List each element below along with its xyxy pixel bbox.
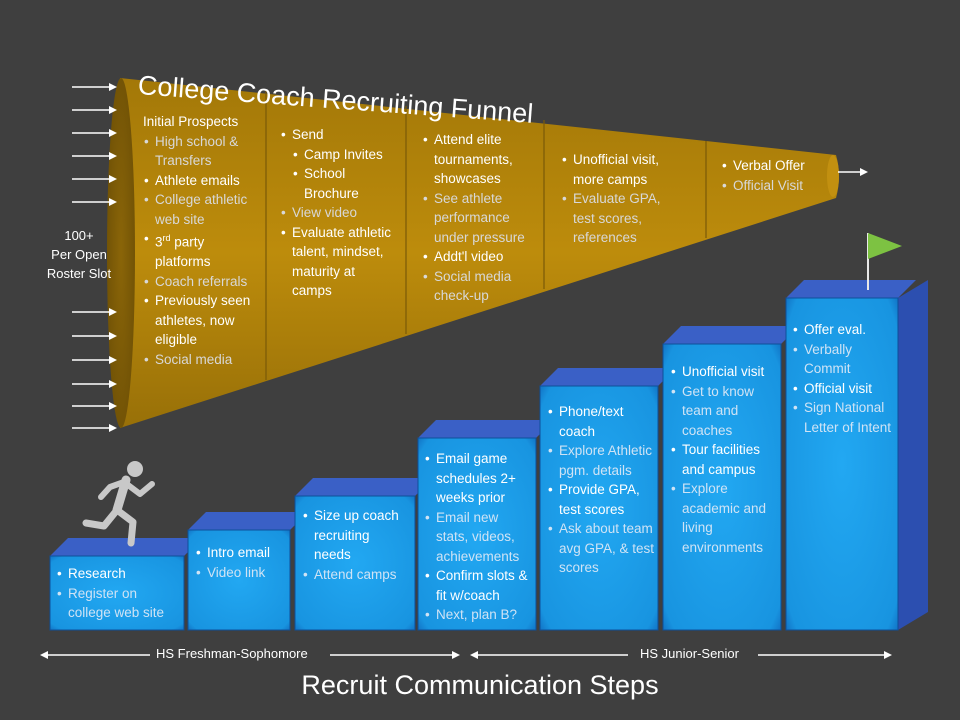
- bullet-item: Unofficial visit: [670, 362, 778, 382]
- input-arrowhead: [109, 129, 117, 137]
- bullet-item: Phone/text coach: [547, 402, 655, 441]
- bullet-item: 3rd party platforms: [143, 229, 261, 272]
- bullet-item: Official visit: [792, 379, 898, 399]
- bullet-item: Register on college web site: [56, 584, 182, 623]
- bullet-item: Camp Invites: [280, 145, 396, 165]
- step-top: [786, 280, 916, 298]
- funnel-col-heading: Initial Prospects: [143, 114, 239, 129]
- bullet-item: Ask about team avg GPA, & test scores: [547, 519, 655, 578]
- runner-icon: [82, 461, 155, 547]
- step-top: [663, 326, 799, 344]
- bullet-item: Email game schedules 2+ weeks prior: [424, 449, 532, 508]
- bullet-item: Coach referrals: [143, 272, 261, 292]
- bullet-item: View video: [280, 203, 396, 223]
- bullet-item: Research: [56, 564, 182, 584]
- bullet-item: Sign National Letter of Intent: [792, 398, 898, 437]
- period-arrows: [40, 651, 892, 659]
- steps-title: Recruit Communication Steps: [301, 670, 659, 700]
- bullet-item: Evaluate GPA, test scores, references: [561, 189, 681, 248]
- input-arrowhead: [109, 83, 117, 91]
- bullet-item: Explore academic and living environments: [670, 479, 778, 557]
- bullet-item: Get to know team and coaches: [670, 382, 778, 441]
- bullet-item: School Brochure: [280, 164, 396, 203]
- step-top: [188, 512, 308, 530]
- input-arrowhead: [109, 106, 117, 114]
- step-6-text: Unofficial visitGet to know team and coa…: [670, 362, 778, 557]
- bullet-item: Attend camps: [302, 565, 408, 585]
- bullet-item: Evaluate athletic talent, mindset, matur…: [280, 223, 396, 301]
- bullet-item: Intro email: [195, 543, 285, 563]
- input-arrowhead: [109, 424, 117, 432]
- bullet-item: Offer eval.: [792, 320, 898, 340]
- step-7-text: Offer eval.Verbally CommitOfficial visit…: [792, 320, 898, 437]
- bullet-item: Confirm slots & fit w/coach: [424, 566, 532, 605]
- bullet-item: Social media check-up: [422, 267, 540, 306]
- step-1-text: ResearchRegister on college web site: [56, 564, 182, 623]
- bullet-item: Send: [280, 125, 396, 145]
- bullet-item: Explore Athletic pgm. details: [547, 441, 655, 480]
- funnel-col-unofficial-visit: Unofficial visit, more campsEvaluate GPA…: [561, 150, 681, 248]
- input-arrowhead: [109, 175, 117, 183]
- step-top: [295, 478, 433, 496]
- bullet-item: College athletic web site: [143, 190, 261, 229]
- step-4-text: Email game schedules 2+ weeks priorEmail…: [424, 449, 532, 625]
- side-label: 100+ Per Open Roster Slot: [40, 226, 118, 283]
- bullet-item: Attend elite tournaments, showcases: [422, 130, 540, 189]
- side-label-line: Roster Slot: [46, 266, 112, 281]
- funnel-col-send: SendCamp InvitesSchool BrochureView vide…: [280, 125, 396, 301]
- step-top: [50, 538, 202, 556]
- input-arrows: [72, 83, 117, 432]
- bullet-item: Previously seen athletes, now eligible: [143, 291, 261, 350]
- flag-icon: [868, 233, 902, 259]
- input-arrowhead: [109, 332, 117, 340]
- bullet-item: Tour facilities and campus: [670, 440, 778, 479]
- input-arrowhead: [109, 152, 117, 160]
- input-arrowhead: [109, 308, 117, 316]
- period-label-freshman-sophomore: HS Freshman-Sophomore: [156, 646, 308, 661]
- bullet-item: Social media: [143, 350, 261, 370]
- input-arrowhead: [109, 198, 117, 206]
- funnel-mouth: [107, 78, 135, 428]
- bullet-item: Unofficial visit, more camps: [561, 150, 681, 189]
- bullet-item: Athlete emails: [143, 171, 261, 191]
- input-arrowhead: [109, 356, 117, 364]
- bullet-item: Addt'l video: [422, 247, 540, 267]
- bullet-item: Verbal Offer: [721, 156, 831, 176]
- bullet-item: Verbally Commit: [792, 340, 898, 379]
- bullet-item: Next, plan B?: [424, 605, 532, 625]
- bullet-item: See athlete performance under pressure: [422, 189, 540, 248]
- input-arrowhead: [109, 402, 117, 410]
- step-top: [418, 420, 554, 438]
- bullet-item: Email new stats, videos, achievements: [424, 508, 532, 567]
- step-3-text: Size up coach recruiting needsAttend cam…: [302, 506, 408, 584]
- bullet-item: Official Visit: [721, 176, 831, 196]
- step-top: [540, 368, 676, 386]
- bullet-item: Size up coach recruiting needs: [302, 506, 408, 565]
- step-2-text: Intro emailVideo link: [195, 543, 285, 582]
- bullet-item: Provide GPA, test scores: [547, 480, 655, 519]
- funnel-col-offer: Verbal OfferOfficial Visit: [721, 156, 831, 195]
- side-label-line: 100+: [64, 228, 94, 243]
- input-arrowhead: [109, 380, 117, 388]
- bullet-item: High school & Transfers: [143, 132, 261, 171]
- funnel-col-tournaments: Attend elite tournaments, showcasesSee a…: [422, 130, 540, 306]
- period-label-junior-senior: HS Junior-Senior: [640, 646, 739, 661]
- step-5-text: Phone/text coachExplore Athletic pgm. de…: [547, 402, 655, 578]
- side-label-line: Per Open: [51, 247, 107, 262]
- step-side: [898, 280, 928, 630]
- bullet-item: Video link: [195, 563, 285, 583]
- funnel-col-initial-prospects: Initial Prospects High school & Transfer…: [143, 112, 261, 369]
- output-arrowhead: [860, 168, 868, 176]
